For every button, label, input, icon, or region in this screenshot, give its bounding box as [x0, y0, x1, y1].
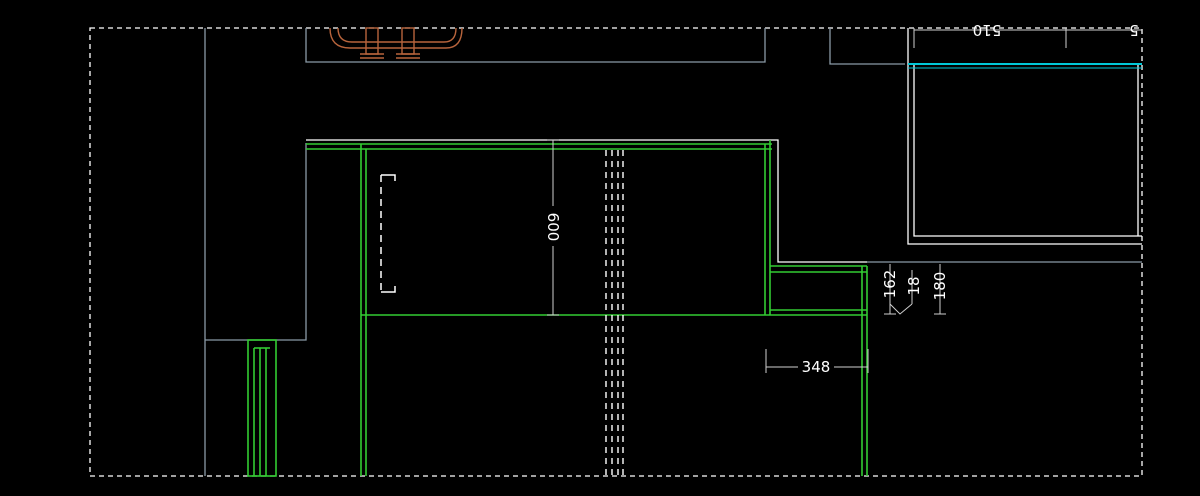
dimension-162-label: 162 — [881, 270, 899, 299]
dimension-stack — [884, 264, 946, 315]
dimension-600-label: 600 — [544, 213, 562, 242]
dimension-348-label: 348 — [802, 358, 831, 376]
dimension-180-label: 180 — [931, 272, 949, 301]
dimension-348: 348 — [765, 349, 869, 376]
chair-furniture-icon — [329, 27, 463, 59]
dimension-5-label: 5 — [1129, 21, 1139, 39]
dashed-centerlines — [605, 150, 624, 476]
dimension-510-label: 510 — [973, 21, 1002, 39]
counter-outline — [306, 28, 1142, 263]
dimension-600: 600 — [544, 139, 562, 316]
cabinet-green-lines — [247, 140, 868, 477]
handle-bracket — [380, 174, 396, 293]
wall-outlines — [204, 28, 1142, 476]
dimension-18-label: 18 — [905, 276, 923, 295]
selection-boundary — [89, 27, 1143, 477]
dimension-510: 510 5 — [913, 21, 1142, 48]
